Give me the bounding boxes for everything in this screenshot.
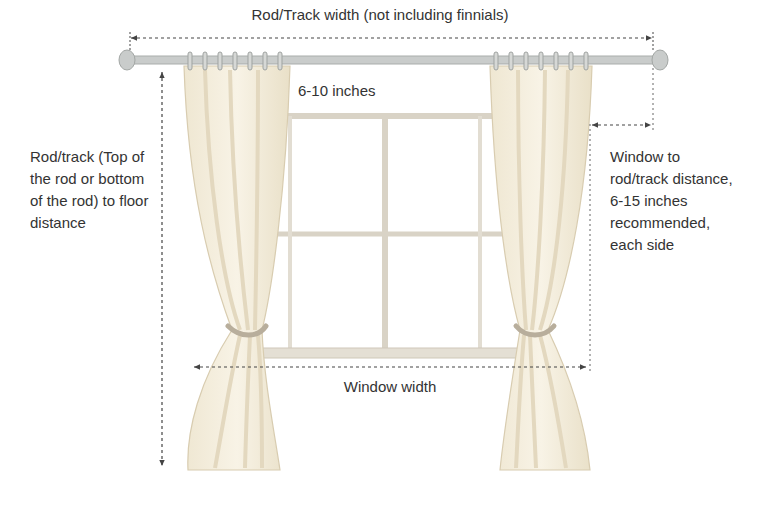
curtain-ring (539, 52, 543, 70)
curtain-ring (524, 52, 528, 70)
curtain-folds (516, 70, 568, 468)
dimension-line (131, 37, 652, 38)
dimension-line (194, 366, 586, 367)
dimension-line (592, 124, 651, 125)
tieback (516, 326, 554, 335)
curtain-ring (584, 52, 588, 70)
curtain-ring (569, 52, 573, 70)
window-transom (238, 232, 532, 237)
extension-line (590, 124, 591, 372)
label-text: Window width (344, 378, 437, 395)
extension-line (653, 32, 654, 52)
side-distance-label: Window to rod/track distance, 6-15 inche… (610, 146, 742, 256)
curtain-ring (494, 52, 498, 70)
curtain-ring (248, 52, 252, 70)
dimension-line (161, 72, 162, 466)
finial (119, 50, 135, 70)
rod-width-label: Rod/Track width (not including finnials) (230, 4, 530, 26)
window-bar (478, 116, 482, 352)
gap-label: 6-10 inches (298, 80, 408, 102)
window-width-label: Window width (310, 376, 470, 398)
curtain-folds (205, 70, 262, 468)
curtain-ring (218, 52, 222, 70)
curtain-ring (509, 52, 513, 70)
curtain-ring (263, 52, 267, 70)
height-label: Rod/track (Top of the rod or bottom of t… (30, 146, 156, 234)
window-sill (226, 348, 544, 358)
curtain-panel (490, 66, 592, 470)
left-curtain (184, 66, 290, 470)
extension-line (130, 32, 131, 52)
right-curtain (490, 66, 592, 470)
curtain-ring (203, 52, 207, 70)
curtain-ring (554, 52, 558, 70)
label-text: Rod/Track width (not including finnials) (251, 6, 508, 23)
curtain-ring (278, 52, 282, 70)
finial (652, 50, 668, 70)
label-text: Window to rod/track distance, 6-15 inche… (610, 148, 733, 253)
curtain-rings (188, 52, 588, 70)
curtain-ring (233, 52, 237, 70)
tieback (228, 326, 266, 335)
window-bar (288, 116, 292, 352)
label-text: 6-10 inches (298, 82, 376, 99)
label-text: Rod/track (Top of the rod or bottom of t… (30, 148, 148, 231)
curtain-panel (184, 66, 290, 470)
extension-line (653, 68, 654, 130)
curtain-ring (188, 52, 192, 70)
